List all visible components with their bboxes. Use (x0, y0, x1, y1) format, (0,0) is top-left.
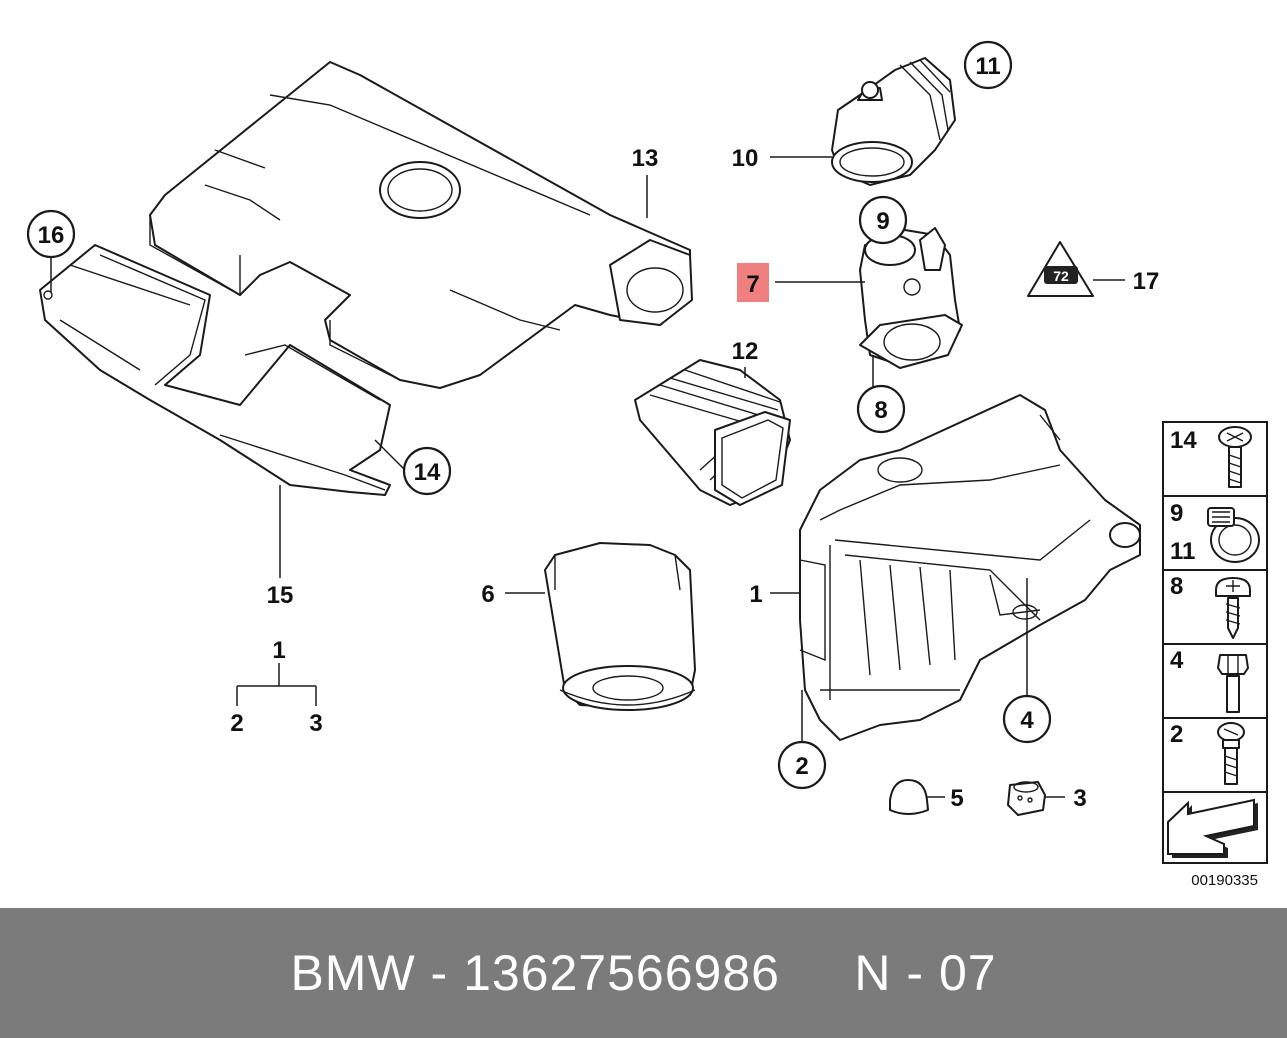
label-part-12[interactable]: 12 (732, 338, 759, 365)
label-part-1[interactable]: 1 (749, 581, 762, 608)
label-part-7[interactable]: 7 (746, 271, 759, 298)
label-part-9[interactable]: 9 (876, 208, 889, 235)
part-number-caption: BMW - 13627566986 N - 07 (290, 945, 997, 1001)
bolt-icon (1217, 722, 1245, 785)
hex-bolt-icon (1217, 654, 1249, 713)
label-part-15[interactable]: 15 (267, 582, 294, 609)
label-part-17[interactable]: 17 (1133, 268, 1160, 295)
intake-duct (39, 244, 391, 496)
label-part-4[interactable]: 4 (1020, 707, 1034, 734)
label-part-6[interactable]: 6 (481, 581, 494, 608)
sidebar-label-4[interactable]: 4 (1170, 647, 1184, 674)
svg-text:72: 72 (1053, 268, 1069, 284)
sidebar-label-9[interactable]: 9 (1170, 500, 1183, 527)
screw-icon (1218, 426, 1252, 488)
air-filter-housing (799, 394, 1141, 741)
grommet-3 (1007, 781, 1046, 816)
parts-diagram: 72 11 10 13 9 7 17 12 8 16 14 15 (26, 40, 1268, 889)
label-part-10[interactable]: 10 (732, 145, 759, 172)
hose-clamp-icon (1207, 507, 1260, 563)
label-part-16[interactable]: 16 (38, 222, 65, 249)
intake-silencer-cover (149, 61, 693, 389)
sidebar-label-8[interactable]: 8 (1170, 573, 1183, 600)
label-part-3[interactable]: 3 (1073, 785, 1086, 812)
rubber-boot (831, 57, 956, 186)
reference-number: 00190335 (1191, 872, 1258, 889)
label-part-13[interactable]: 13 (632, 145, 659, 172)
self-tapping-screw-icon (1215, 577, 1251, 639)
warning-triangle-icon: 72 (1027, 241, 1094, 297)
sidebar-label-11[interactable]: 11 (1170, 538, 1195, 565)
air-mass-meter (859, 227, 963, 369)
label-part-2-tree[interactable]: 2 (230, 710, 243, 737)
label-part-14[interactable]: 14 (414, 459, 441, 486)
label-part-1-tree[interactable]: 1 (272, 637, 285, 664)
arrow-icon (1167, 798, 1258, 858)
intake-bellows (634, 359, 791, 506)
highlight-box (737, 263, 769, 302)
label-part-3-tree[interactable]: 3 (309, 710, 322, 737)
leader-lines (50, 156, 1125, 798)
sidebar-label-2[interactable]: 2 (1170, 721, 1183, 748)
label-part-2[interactable]: 2 (795, 753, 808, 780)
grommet-5 (889, 779, 929, 815)
fastener-sidebar: 14 9 11 8 4 (1162, 421, 1268, 864)
label-part-11[interactable]: 11 (975, 53, 1000, 80)
label-part-8[interactable]: 8 (874, 397, 887, 424)
label-part-5[interactable]: 5 (950, 785, 963, 812)
footer-bar: BMW - 13627566986 N - 07 (0, 908, 1287, 1038)
filter-element (544, 542, 696, 711)
sidebar-label-14[interactable]: 14 (1170, 427, 1197, 454)
